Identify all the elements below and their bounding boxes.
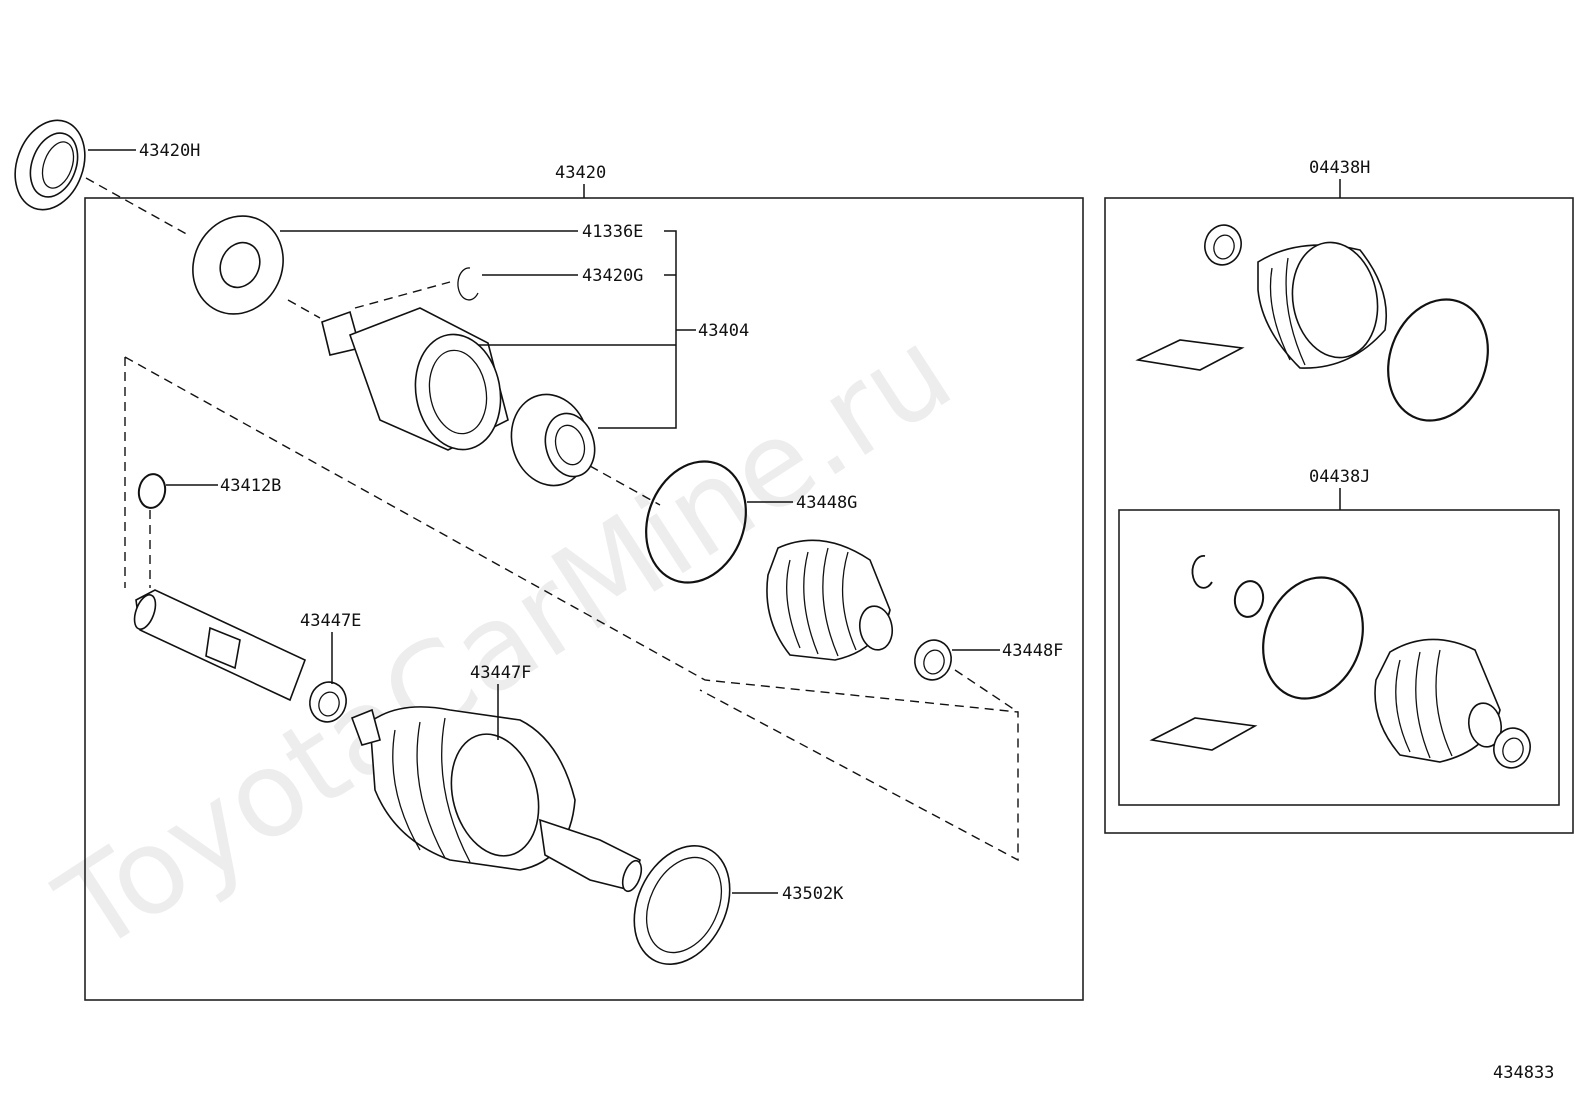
label-43404[interactable]: 43404 — [698, 321, 749, 341]
label-04438H[interactable]: 04438H — [1309, 158, 1370, 178]
leader-43404 — [478, 230, 696, 429]
kit-inner-snap-ring-part — [1191, 554, 1213, 589]
snap-ring-shaft-part — [137, 473, 167, 509]
label-04438J[interactable]: 04438J — [1309, 467, 1370, 487]
axis-guide-band — [954, 669, 1019, 713]
label-43420G[interactable]: 43420G — [582, 266, 643, 286]
boot-inner-part — [766, 539, 894, 661]
washer-part — [192, 215, 284, 315]
label-43420H[interactable]: 43420H — [139, 141, 200, 161]
dust-seal-part — [633, 845, 731, 965]
outer-cv-joint-part — [350, 706, 643, 893]
inner-joint-housing-part — [321, 307, 509, 451]
kit-inner-boot-part — [1374, 638, 1503, 763]
label-43412B[interactable]: 43412B — [220, 476, 281, 496]
kit-outer-boot-part — [1257, 241, 1388, 369]
label-43502K[interactable]: 43502K — [782, 884, 844, 904]
label-43448G[interactable]: 43448G — [796, 493, 857, 513]
inner-cage-part — [510, 393, 596, 487]
kit-outer-band-part — [1387, 298, 1489, 422]
label-43420[interactable]: 43420 — [555, 163, 606, 183]
label-43447F[interactable]: 43447F — [470, 663, 531, 683]
clamp-small-part — [309, 681, 347, 723]
snap-ring-upper-part — [457, 267, 479, 301]
axis-guide-upper — [85, 177, 661, 506]
band-small-part — [914, 639, 952, 681]
label-43448F[interactable]: 43448F — [1002, 641, 1063, 661]
band-large-part — [645, 460, 747, 584]
boot-kit-inner-box — [1118, 509, 1560, 806]
kit-outer-grease-part — [1135, 339, 1245, 371]
kit-outer-clamp-part — [1204, 224, 1242, 266]
kit-inner-band-part — [1262, 576, 1364, 700]
drive-shaft-part — [133, 589, 307, 702]
kit-inner-clamp-part — [1493, 727, 1531, 769]
oil-seal-part — [14, 119, 86, 211]
diagram-number: 434833 — [1493, 1063, 1554, 1083]
boot-kit-outer-box — [1104, 197, 1574, 834]
label-41336E[interactable]: 41336E — [582, 222, 643, 242]
kit-inner-ring-part — [1233, 580, 1265, 618]
label-43447E[interactable]: 43447E — [300, 611, 361, 631]
kit-inner-grease-part — [1149, 717, 1258, 751]
